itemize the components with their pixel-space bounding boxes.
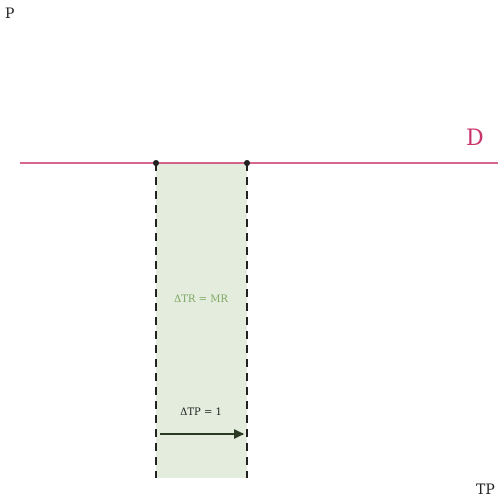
y-axis-label: P (5, 6, 14, 22)
revenue-area (156, 163, 247, 478)
area-label: ΔTR = MR (174, 294, 228, 305)
step-label: ΔTP = 1 (180, 407, 222, 418)
right-point (244, 160, 250, 166)
demand-label: D (466, 126, 484, 151)
x-axis-label: TP (476, 482, 495, 498)
left-point (153, 160, 159, 166)
